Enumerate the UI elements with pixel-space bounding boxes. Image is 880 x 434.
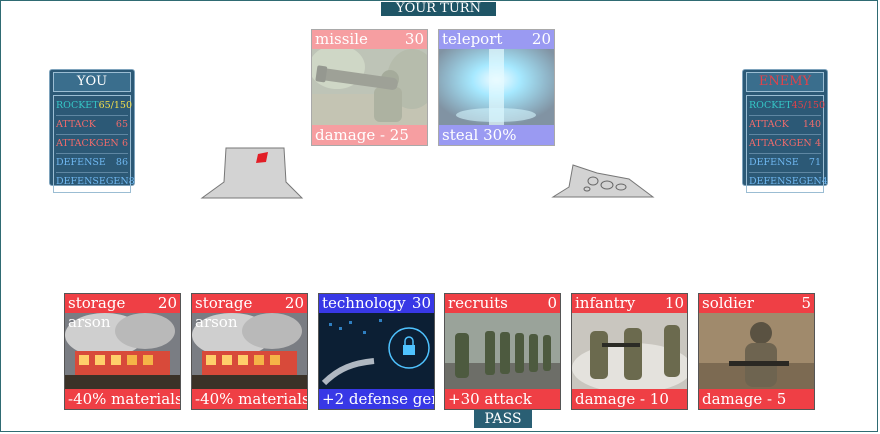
stat-row-defense: DEFENSE 71: [749, 154, 821, 173]
stat-label: DEFENSE: [749, 157, 799, 168]
stat-label: ROCKET: [749, 100, 792, 111]
card-cost: 30: [404, 30, 424, 48]
card-cost: 5: [801, 294, 811, 312]
card-effect: -40% materials: [65, 389, 180, 409]
stat-value: 65: [115, 119, 128, 130]
card-name: missile: [315, 30, 368, 48]
stat-label: DEFENSE: [56, 157, 106, 168]
card-header: infantry 10: [572, 294, 687, 313]
hand-card-infantry[interactable]: infantry 10 damage - 10: [571, 293, 688, 410]
card-header: storage arson 20: [65, 294, 180, 331]
stat-label: ROCKET: [56, 100, 99, 111]
stat-value: 8: [128, 176, 135, 187]
card-cost: 30: [411, 294, 431, 312]
card-header: technology 30: [319, 294, 434, 313]
stat-row-attack: ATTACK 65: [56, 116, 128, 135]
card-cost: 0: [547, 294, 557, 312]
enemy-tower-ruined: [551, 164, 655, 198]
stat-value: 4: [814, 138, 821, 149]
stat-value: 86: [115, 157, 128, 168]
soldiers-lineup-image: [445, 313, 560, 390]
hand-card-soldier[interactable]: soldier 5 damage - 5: [698, 293, 815, 410]
stat-row-defense: DEFENSE 86: [56, 154, 128, 173]
card-name: teleport: [442, 30, 503, 48]
stat-label: DEFENSEGEN: [749, 176, 822, 187]
card-effect: damage - 10: [572, 389, 687, 409]
card-header: recruits 0: [445, 294, 560, 313]
stat-row-attack: ATTACK 140: [749, 116, 821, 135]
missile-launcher-image: [312, 49, 427, 126]
enemy-title: ENEMY: [746, 72, 824, 92]
hand-card-technology[interactable]: technology 30 +2 defense gen: [318, 293, 435, 410]
stat-value: 45/150: [791, 100, 826, 111]
card-header: missile 30: [312, 30, 427, 49]
played-card-teleport: teleport 20 steal 30%: [438, 29, 555, 146]
player-flag-icon: [256, 152, 268, 163]
card-effect: -40% materials: [192, 389, 307, 409]
stat-value: 140: [802, 119, 821, 130]
teleport-beam-image: [439, 49, 554, 126]
card-cost: 20: [531, 30, 551, 48]
soldier-image: [699, 313, 814, 390]
infantry-squad-image: [572, 313, 687, 390]
stat-label: ATTACK: [749, 119, 789, 130]
card-cost: 10: [664, 294, 684, 312]
card-header: storage arson 20: [192, 294, 307, 331]
card-effect: +2 defense gen: [319, 389, 434, 409]
stat-label: ATTACKGEN: [749, 138, 812, 149]
card-name: infantry: [575, 294, 636, 312]
card-name: recruits: [448, 294, 508, 312]
turn-banner: YOUR TURN: [381, 2, 496, 16]
card-name: technology: [322, 294, 406, 312]
card-effect: damage - 5: [699, 389, 814, 409]
stat-label: DEFENSEGEN: [56, 176, 129, 187]
card-effect: +30 attack: [445, 389, 560, 409]
stat-value: 65/150: [98, 100, 133, 111]
pass-button[interactable]: PASS: [474, 410, 532, 428]
stat-label: ATTACKGEN: [56, 138, 119, 149]
card-header: soldier 5: [699, 294, 814, 313]
hand-card-storage-arson[interactable]: storage arson 20 -40% materials: [191, 293, 308, 410]
card-cost: 20: [157, 294, 177, 312]
hand-card-recruits[interactable]: recruits 0 +30 attack: [444, 293, 561, 410]
burning-building-image: [192, 313, 307, 390]
stat-value: 6: [121, 138, 128, 149]
card-header: teleport 20: [439, 30, 554, 49]
played-card-missile: missile 30 damage - 25: [311, 29, 428, 146]
player-tower: [200, 147, 304, 199]
card-effect: steal 30%: [439, 125, 554, 145]
stat-value: 71: [808, 157, 821, 168]
card-effect: damage - 25: [312, 125, 427, 145]
cyber-lock-image: [319, 313, 434, 390]
player-title: YOU: [53, 72, 131, 92]
stat-label: ATTACK: [56, 119, 96, 130]
burning-building-image: [65, 313, 180, 390]
card-name: storage arson: [195, 294, 253, 331]
card-name: storage arson: [68, 294, 126, 331]
card-cost: 20: [284, 294, 304, 312]
hand-card-storage-arson[interactable]: storage arson 20 -40% materials: [64, 293, 181, 410]
stat-value: 4: [821, 176, 828, 187]
card-name: soldier: [702, 294, 754, 312]
